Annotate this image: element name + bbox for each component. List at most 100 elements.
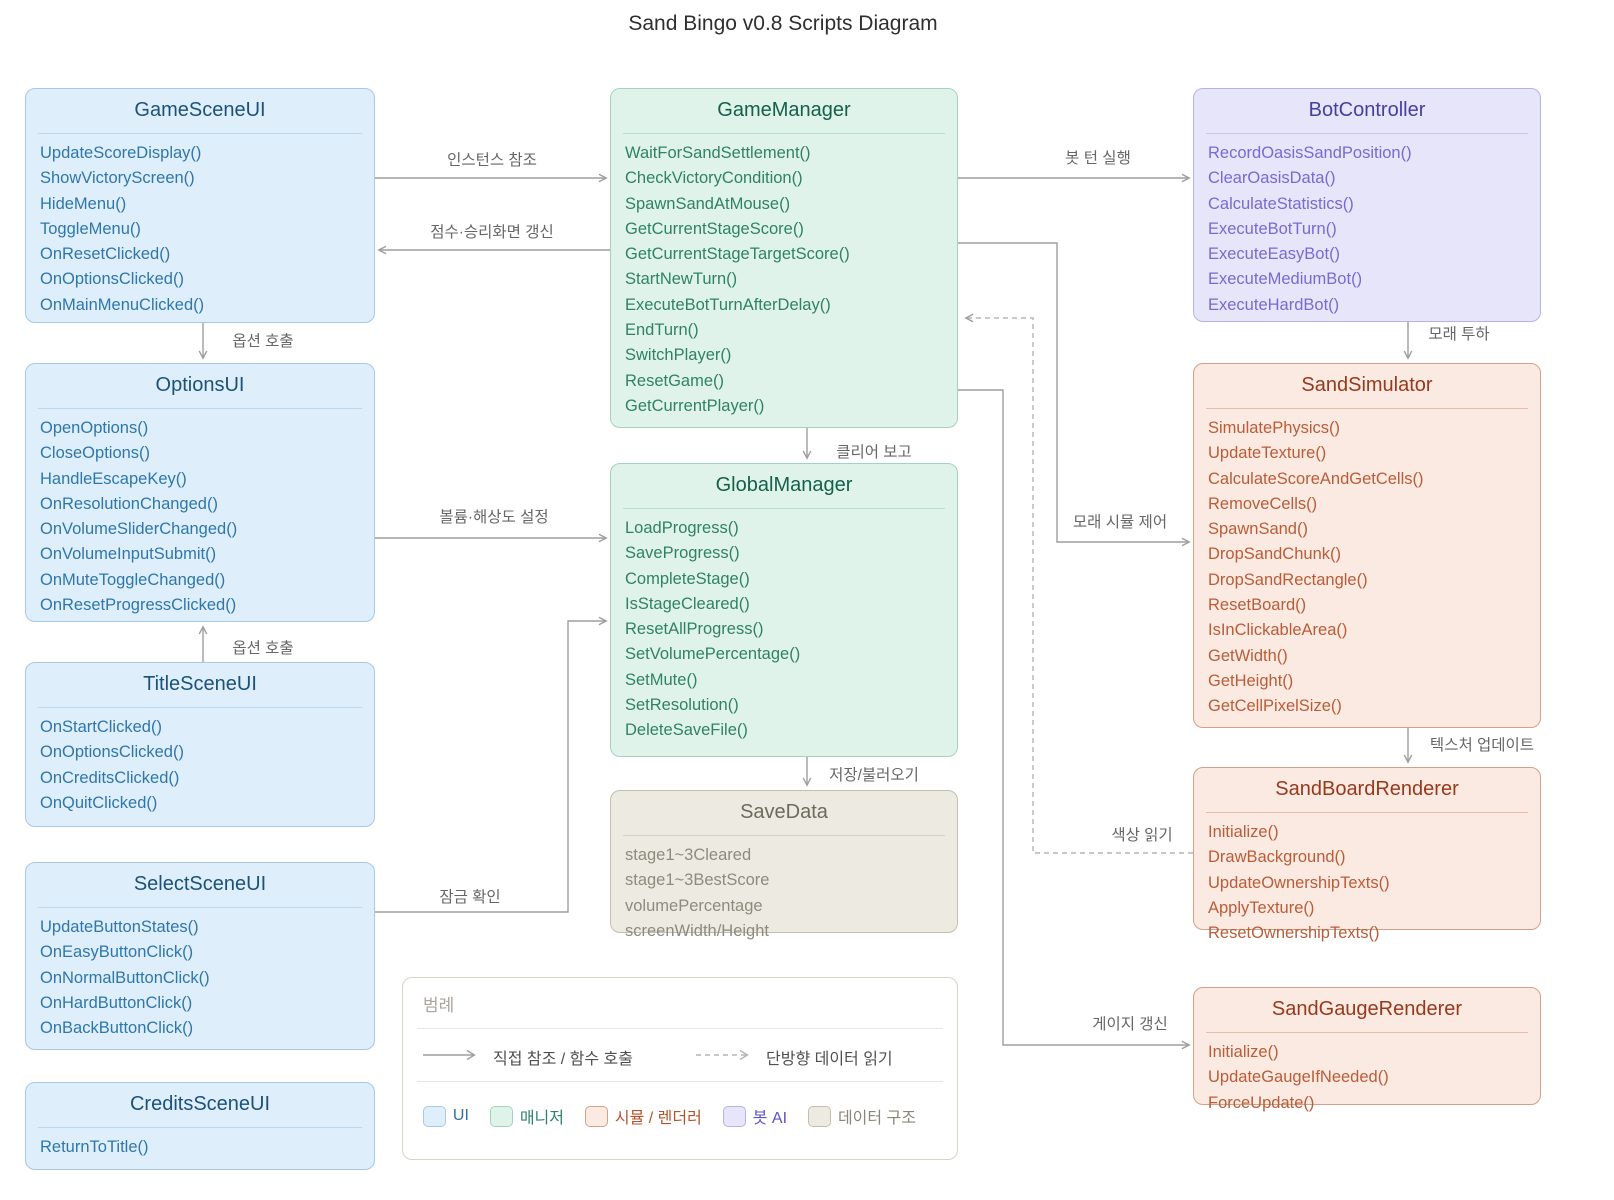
edge-selectsceneui-to-globalmanager — [375, 616, 608, 913]
method-item: UpdateButtonStates() — [40, 918, 199, 936]
legend-chip-label-bot-ai: 봇 AI — [752, 1110, 788, 1127]
method-item: ExecuteEasyBot() — [1208, 245, 1341, 264]
class-title: SandGaugeRenderer — [1271, 998, 1463, 1020]
method-item: Initialize() — [1208, 823, 1279, 841]
legend-chip-label-manager: 매니저 — [519, 1110, 564, 1127]
method-list: LoadProgress()SaveProgress()CompleteStag… — [611, 509, 957, 744]
divider — [1206, 812, 1528, 813]
method-item: ResetOwnershipTexts() — [1208, 924, 1380, 943]
method-item: OnNormalButtonClick() — [40, 968, 210, 987]
method-item: SetResolution() — [625, 696, 739, 715]
edge-label-option-call-1: 옵션 호출 — [232, 333, 294, 350]
legend-dashed-arrow-label: 단방향 데이터 읽기 — [766, 1051, 893, 1068]
method-item: OnResetClicked() — [40, 245, 171, 264]
method-item: OnMainMenuClicked() — [40, 295, 205, 314]
method-item: UpdateGaugeIfNeeded() — [1208, 1068, 1389, 1087]
method-item: IsStageCleared() — [625, 594, 750, 613]
method-item: ToggleMenu() — [40, 219, 141, 238]
legend-solid-arrow-label: 직접 참조 / 함수 호출 — [493, 1051, 633, 1068]
class-title: TitleSceneUI — [143, 673, 257, 695]
method-item: WaitForSandSettlement() — [625, 144, 811, 162]
method-item: SpawnSand() — [1208, 520, 1308, 539]
method-item: ApplyTexture() — [1208, 898, 1315, 917]
edge-sandboardrenderer-reads-gamemanager — [964, 313, 1193, 854]
method-list: OpenOptions()CloseOptions()HandleEscapeK… — [26, 409, 374, 618]
method-item: OnBackButtonClick() — [40, 1019, 194, 1038]
method-item: SetVolumePercentage() — [625, 645, 801, 664]
method-item: GetCurrentStageTargetScore() — [625, 245, 850, 264]
legend-chip-manager — [489, 1105, 513, 1127]
legend-chip-sim-renderer — [584, 1105, 608, 1127]
method-item: ReturnToTitle() — [40, 1138, 149, 1156]
method-item: OnEasyButtonClick() — [40, 943, 194, 962]
method-item: stage1~3Cleared — [625, 846, 752, 864]
edge-label-bot-turn: 봇 턴 실행 — [1065, 150, 1131, 167]
class-title: BotController — [1308, 99, 1426, 121]
method-item: SimulatePhysics() — [1208, 419, 1341, 437]
method-item: OnOptionsClicked() — [40, 743, 184, 762]
method-item: IsInClickableArea() — [1208, 621, 1348, 640]
method-item: CheckVictoryCondition() — [625, 169, 803, 188]
method-item: DropSandRectangle() — [1208, 570, 1368, 589]
method-list: SimulatePhysics()UpdateTexture()Calculat… — [1194, 409, 1540, 720]
method-item: Initialize() — [1208, 1043, 1279, 1061]
class-box-botcontroller: BotController RecordOasisSandPosition()C… — [1193, 88, 1541, 322]
divider — [417, 1081, 943, 1082]
class-title: CreditsSceneUI — [129, 1093, 271, 1115]
method-list: stage1~3Cleared stage1~3BestScore volumePe… — [611, 836, 957, 944]
method-item: OpenOptions() — [40, 419, 149, 437]
class-box-sandgaugerenderer: SandGaugeRenderer Initialize() UpdateGaug… — [1193, 987, 1541, 1112]
class-box-gamemanager: GameManager WaitForSandSettlement() Check… — [610, 88, 958, 428]
divider — [38, 1127, 362, 1128]
edge-label-lock-check: 잠금 확인 — [439, 889, 501, 906]
edge-label-save-load: 저장/불러오기 — [829, 767, 919, 784]
method-item: ResetAllProgress() — [625, 620, 764, 639]
method-item: ShowVictoryScreen() — [40, 169, 195, 188]
class-title: SandBoardRenderer — [1275, 778, 1459, 800]
legend-title: 범례 — [423, 996, 455, 1015]
class-title: GameSceneUI — [134, 99, 266, 121]
legend-box: 범례 직접 참조 / 함수 호출 단방향 데이터 읽기 UI 매니저 시뮬 / 렌더… — [402, 977, 958, 1160]
method-item: stage1~3BestScore — [625, 871, 770, 890]
class-box-gamesceneui: GameSceneUI UpdateScoreDisplay()ShowVict… — [25, 88, 375, 323]
method-item: GetHeight() — [1208, 671, 1294, 690]
method-item: ResetBoard() — [1208, 596, 1307, 615]
method-item: screenWidth/Height — [625, 921, 769, 940]
method-item: EndTurn() — [625, 321, 699, 340]
method-item: volumePercentage — [625, 896, 763, 915]
divider — [417, 1028, 943, 1029]
legend-chip-label-ui: UI — [452, 1107, 469, 1124]
legend-chip-label-sim-renderer: 시뮬 / 렌더러 — [614, 1110, 702, 1127]
method-item: OnResetProgressClicked() — [40, 596, 237, 615]
method-item: StartNewTurn() — [625, 270, 738, 289]
method-list: WaitForSandSettlement() CheckVictoryCondi… — [611, 134, 957, 419]
method-list: Initialize()DrawBackground()UpdateOwners… — [1194, 813, 1540, 946]
method-item: SwitchPlayer() — [625, 346, 732, 365]
method-item: ResetGame() — [625, 371, 725, 390]
class-box-optionsui: OptionsUI OpenOptions()CloseOptions()Han… — [25, 363, 375, 622]
class-title: GameManager — [717, 99, 851, 121]
method-item: SpawnSandAtMouse() — [625, 194, 791, 213]
method-item: LoadProgress() — [625, 519, 739, 537]
dashed-arrow-icon — [696, 1048, 754, 1066]
method-item: RecordOasisSandPosition() — [1208, 144, 1412, 162]
class-box-savedata: SaveData stage1~3Cleared stage1~3BestScor… — [610, 790, 958, 940]
method-list: UpdateButtonStates() OnEasyButtonClick() O… — [26, 908, 374, 1041]
class-title: SaveData — [740, 801, 828, 823]
method-item: HandleEscapeKey() — [40, 469, 187, 488]
edge-label-sand-drop: 모래 투하 — [1428, 326, 1490, 343]
solid-arrow-icon — [423, 1048, 481, 1066]
method-item: OnVolumeInputSubmit() — [40, 545, 217, 564]
edge-label-sand-sim-control: 모래 시뮬 제어 — [1072, 514, 1168, 531]
method-list: OnStartClicked()OnOptionsClicked()OnCred… — [26, 708, 374, 816]
divider — [1206, 408, 1528, 409]
legend-chip-bot-ai — [722, 1105, 746, 1127]
class-title: SelectSceneUI — [133, 873, 267, 895]
class-box-globalmanager: GlobalManager LoadProgress()SaveProgress… — [610, 463, 958, 757]
method-item: OnResolutionChanged() — [40, 494, 218, 513]
divider — [38, 907, 362, 908]
divider — [623, 133, 945, 134]
